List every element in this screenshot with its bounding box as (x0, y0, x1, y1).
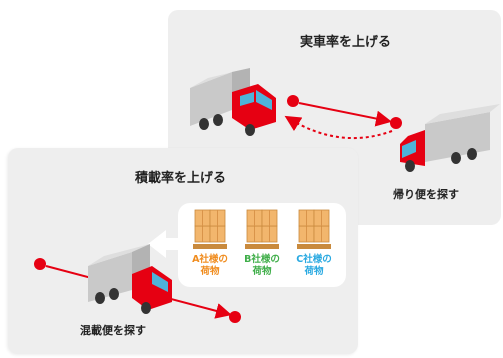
bottom-title: 積載率を上げる (135, 171, 227, 186)
load-arrow (148, 230, 180, 258)
cargo-c-company: C社様の (296, 254, 332, 265)
cargo-c-goods: 荷物 (304, 266, 324, 277)
mixed-load-caption: 混載便を探す (80, 324, 146, 337)
cargo-label-c: C社様の 荷物 (294, 254, 334, 278)
cargo-label-b: B社様の 荷物 (242, 254, 282, 278)
cargo-b-icon (245, 209, 279, 249)
return-trip-caption: 帰り便を探す (393, 188, 459, 201)
truck-left-top (190, 68, 276, 136)
cargo-c-icon (297, 209, 331, 249)
truck-bottom (88, 244, 172, 314)
top-forward-arrow (298, 102, 392, 127)
cargo-a-icon (193, 209, 227, 249)
top-return-arrow (284, 115, 393, 140)
truck-right-top (400, 104, 500, 172)
top-title: 実車率を上げる (300, 35, 392, 50)
top-start-dot (287, 95, 299, 107)
cargo-icons (193, 209, 331, 249)
cargo-a-company: A社様の (192, 254, 228, 265)
cargo-a-goods: 荷物 (200, 266, 220, 277)
bottom-start-dot (34, 258, 46, 270)
cargo-b-goods: 荷物 (252, 266, 272, 277)
top-end-dot (390, 117, 402, 129)
bottom-end-dot (229, 311, 241, 323)
cargo-label-a: A社様の 荷物 (190, 254, 230, 278)
cargo-b-company: B社様の (244, 254, 280, 265)
